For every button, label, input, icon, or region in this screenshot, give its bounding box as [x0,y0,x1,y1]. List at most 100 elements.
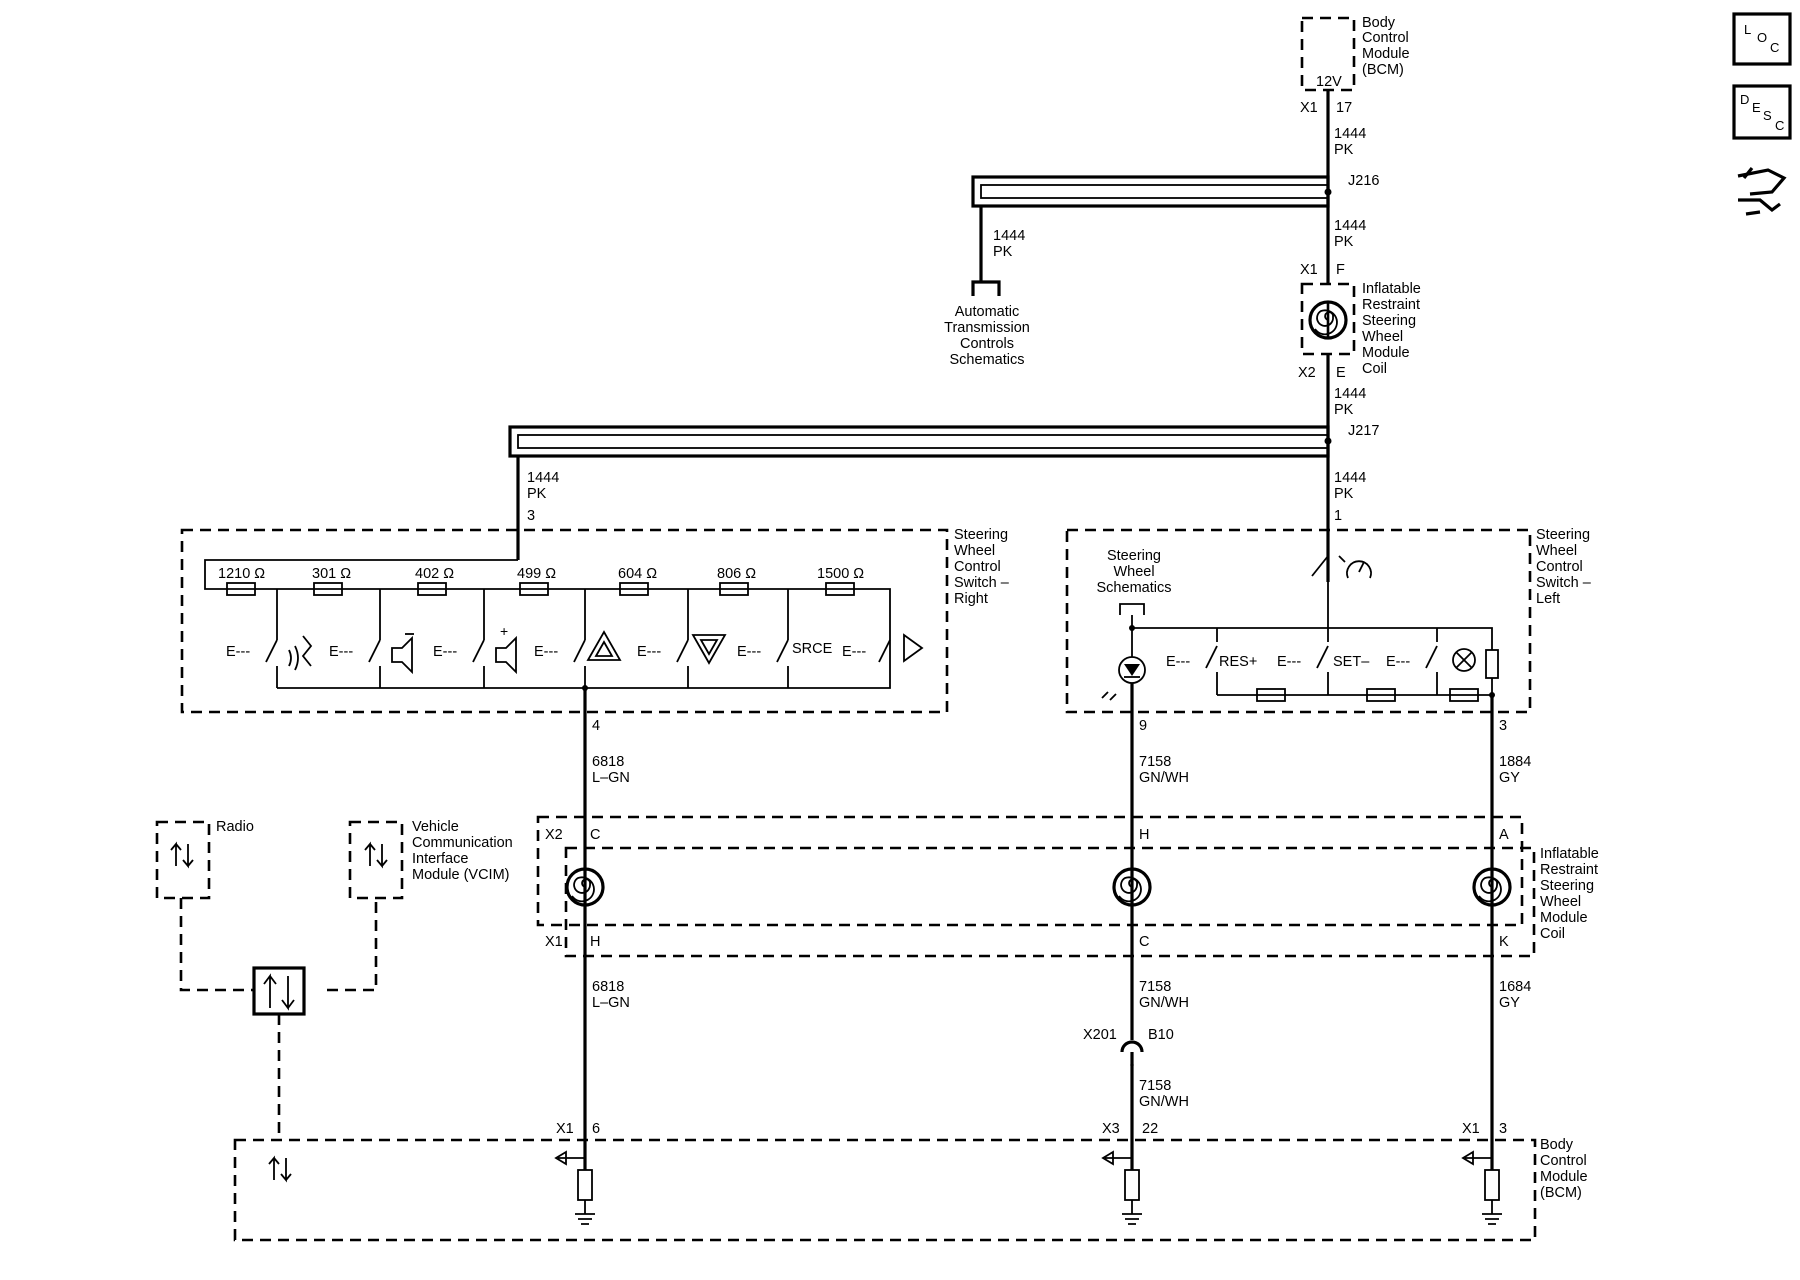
svg-text:Wheel: Wheel [1540,894,1581,910]
svg-text:O: O [1757,30,1767,45]
svg-text:Steering: Steering [954,527,1008,543]
svg-text:Module (VCIM): Module (VCIM) [412,867,510,883]
data-bus-splice [252,966,306,1016]
svg-text:Automatic: Automatic [955,304,1019,320]
connector-navigation-icon[interactable] [1737,167,1787,216]
svg-text:(BCM): (BCM) [1540,1185,1582,1201]
svg-text:GY: GY [1499,770,1520,786]
svg-text:Steering: Steering [1536,527,1590,543]
svg-text:+: + [500,623,508,639]
clockspring-coils [565,867,1512,907]
svg-text:E---: E--- [1277,654,1301,670]
svg-text:Body: Body [1362,15,1396,31]
svg-text:PK: PK [993,244,1013,260]
svg-text:X2: X2 [545,827,563,843]
svg-text:Radio: Radio [216,819,254,835]
svg-text:X2: X2 [1298,365,1316,381]
svg-text:6818: 6818 [592,754,624,770]
resistor-value: 402 Ω [415,566,454,582]
voice-icon [288,635,313,671]
resistor-value: 499 Ω [517,566,556,582]
svg-text:(BCM): (BCM) [1362,62,1404,78]
seek-up-icon [586,630,622,661]
svg-text:Module: Module [1540,1169,1588,1185]
svg-text:X1: X1 [556,1121,574,1137]
loc-icon[interactable]: L O C [1732,12,1792,66]
svg-text:GN/WH: GN/WH [1139,1094,1189,1110]
svg-text:E---: E--- [1166,654,1190,670]
svg-text:PK: PK [1334,486,1354,502]
wheel-ref-label: Steering Wheel Schematics [1097,548,1172,596]
svg-text:X1: X1 [1462,1121,1480,1137]
svg-text:D: D [1740,92,1749,107]
svg-text:Module: Module [1362,46,1410,62]
svg-text:1444: 1444 [527,470,559,486]
svg-text:Control: Control [1540,1153,1587,1169]
switch-bank-left [1205,628,1499,695]
svg-text:Wheel: Wheel [1536,543,1577,559]
bcm-inputs [554,1140,1502,1225]
svg-text:C: C [590,827,600,843]
svg-text:Left: Left [1536,591,1560,607]
resistor-ladder-left [1256,688,1479,702]
switch-actuators-left: E--- E--- E--- RES+ SET– [1166,654,1410,670]
svg-text:3: 3 [1499,718,1507,734]
svg-text:PK: PK [527,486,547,502]
svg-text:Transmission: Transmission [944,320,1030,336]
svg-text:E---: E--- [637,644,661,660]
svg-text:Vehicle: Vehicle [412,819,459,835]
svg-text:F: F [1336,262,1345,278]
svg-text:Switch –: Switch – [954,575,1010,591]
pin-label: 17 [1336,100,1352,116]
bcm-bottom-module: Body Control Module (BCM) [233,1137,1588,1242]
conn-label: X1 [1300,100,1318,116]
svg-text:Right: Right [954,591,988,607]
svg-text:9: 9 [1139,718,1147,734]
trans-ref-label: Automatic Transmission Controls Schemati… [944,304,1030,368]
svg-text:B10: B10 [1148,1027,1174,1043]
svg-text:Steering: Steering [1540,878,1594,894]
svg-text:Module: Module [1362,345,1410,361]
resistor-value: 604 Ω [618,566,657,582]
resistor-value: 1500 Ω [817,566,864,582]
svg-text:Steering: Steering [1362,313,1416,329]
svg-text:Switch –: Switch – [1536,575,1592,591]
svg-text:7158: 7158 [1139,1078,1171,1094]
svg-text:Communication: Communication [412,835,513,851]
svg-text:3: 3 [527,508,535,524]
svg-text:L–GN: L–GN [592,770,630,786]
svg-text:Control: Control [1536,559,1583,575]
svg-text:E: E [1336,365,1346,381]
svg-text:C: C [1139,934,1149,950]
svg-text:PK: PK [1334,402,1354,418]
steering-switch-right: Steering Wheel Control Switch – Right [180,527,1010,714]
svg-text:Interface: Interface [412,851,468,867]
bcm-data-icon [268,1155,292,1183]
svg-text:Wheel: Wheel [954,543,995,559]
splice-j217: J217 [508,423,1379,458]
svg-text:J216: J216 [1348,173,1379,189]
svg-text:GY: GY [1499,995,1520,1011]
coil-top: X1 F Inflatable Restraint Steering Wheel… [1298,262,1421,381]
coil-bottom: X2 C H A X1 H C K Inflatable Restraint S… [536,815,1599,958]
desc-icon[interactable]: D E S C [1732,84,1792,140]
svg-text:PK: PK [1334,142,1354,158]
svg-text:1444: 1444 [1334,386,1366,402]
svg-text:6818: 6818 [592,979,624,995]
svg-text:Wheel: Wheel [1362,329,1403,345]
svg-text:Schematics: Schematics [950,352,1025,368]
svg-text:Steering: Steering [1107,548,1161,564]
svg-text:E---: E--- [842,644,866,660]
svg-text:Module: Module [1540,910,1588,926]
svg-text:1444: 1444 [1334,470,1366,486]
svg-text:E---: E--- [737,644,761,660]
svg-text:Body: Body [1540,1137,1574,1153]
svg-text:Restraint: Restraint [1362,297,1420,313]
svg-text:S: S [1763,108,1772,123]
set-switch-label: SET– [1333,654,1370,670]
svg-text:J217: J217 [1348,423,1379,439]
svg-text:1884: 1884 [1499,754,1531,770]
svg-text:PK: PK [1334,234,1354,250]
svg-text:L: L [1744,22,1751,37]
